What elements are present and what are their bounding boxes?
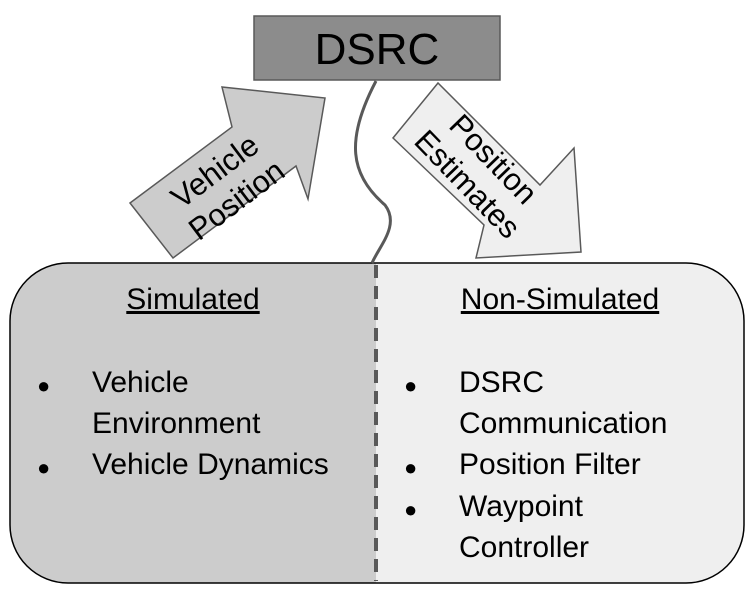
panel-container (10, 263, 744, 583)
non-simulated-bullet-1: ● (404, 373, 417, 398)
non-simulated-panel (376, 263, 744, 583)
simulated-panel (10, 263, 376, 583)
dsrc-box (253, 15, 501, 81)
simulated-item-2-line1: Vehicle Dynamics (92, 448, 329, 481)
dsrc-connector-line (353, 80, 392, 264)
non-simulated-bullet-3: ● (404, 497, 417, 522)
non-simulated-bullet-2: ● (404, 455, 417, 480)
simulated-heading: Simulated (126, 283, 259, 316)
non-simulated-item-3-line2: Controller (459, 531, 589, 564)
vehicle-position-arrow (128, 86, 326, 260)
non-simulated-item-1-line2: Communication (459, 407, 667, 440)
simulated-bullet-1: ● (37, 373, 50, 398)
simulated-bullet-2: ● (37, 455, 50, 480)
dsrc-label: DSRC (315, 25, 440, 74)
position-estimates-arrow (391, 81, 582, 259)
panel-outline (9, 262, 745, 584)
non-simulated-heading: Non-Simulated (461, 283, 659, 316)
simulated-item-1-line1: Vehicle (92, 366, 189, 399)
non-simulated-item-3-line1: Waypoint (459, 490, 584, 523)
simulated-item-1-line2: Environment (92, 407, 261, 440)
non-simulated-item-1-line1: DSRC (459, 366, 544, 399)
non-simulated-item-2-line1: Position Filter (459, 448, 641, 481)
